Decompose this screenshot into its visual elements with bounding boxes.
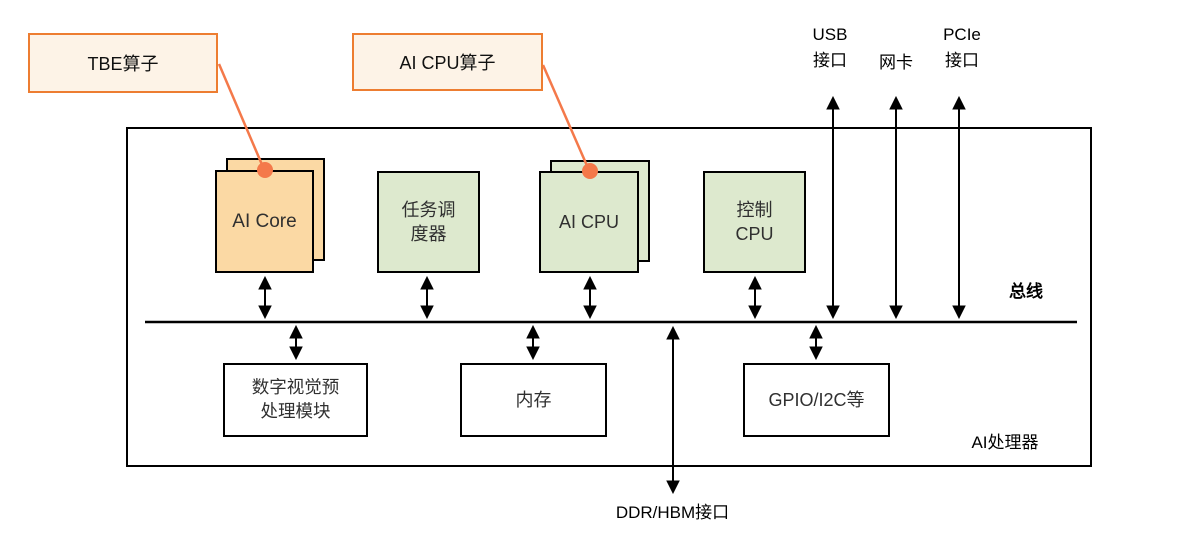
module-control-cpu: 控制 CPU	[703, 171, 806, 273]
module-control-cpu-label: 控制 CPU	[735, 199, 774, 244]
module-task-scheduler-label: 任务调 度器	[401, 199, 456, 244]
tbe-operator-callout: TBE算子	[28, 33, 218, 93]
usb-interface-label: USB 接口	[812, 25, 848, 70]
module-dvpp: 数字视觉预 处理模块	[223, 363, 368, 437]
ai-processor-label: AI处理器	[971, 433, 1039, 452]
module-ai-cpu: AI CPU	[539, 171, 639, 273]
module-memory: 内存	[460, 363, 607, 437]
module-ai-core-label: AI Core	[232, 210, 297, 232]
pcie-interface-label: PCIe 接口	[943, 25, 981, 70]
module-ai-cpu-label: AI CPU	[558, 211, 619, 232]
bus-label: 总线	[1009, 282, 1043, 301]
ddr-hbm-interface-label: DDR/HBM接口	[615, 503, 730, 522]
module-gpio-i2c: GPIO/I2C等	[743, 363, 890, 437]
module-gpio-i2c-label: GPIO/I2C等	[768, 389, 865, 410]
module-ai-core: AI Core	[215, 170, 314, 273]
module-dvpp-label: 数字视觉预 处理模块	[251, 377, 340, 421]
ai-cpu-operator-callout-label: AI CPU算子	[399, 53, 496, 73]
module-memory-label: 内存	[515, 389, 552, 410]
ai-cpu-operator-callout: AI CPU算子	[352, 33, 543, 91]
nic-label: 网卡	[879, 53, 913, 72]
tbe-operator-callout-label: TBE算子	[87, 54, 159, 74]
module-task-scheduler: 任务调 度器	[377, 171, 480, 273]
ai-processor-container	[126, 127, 1092, 467]
